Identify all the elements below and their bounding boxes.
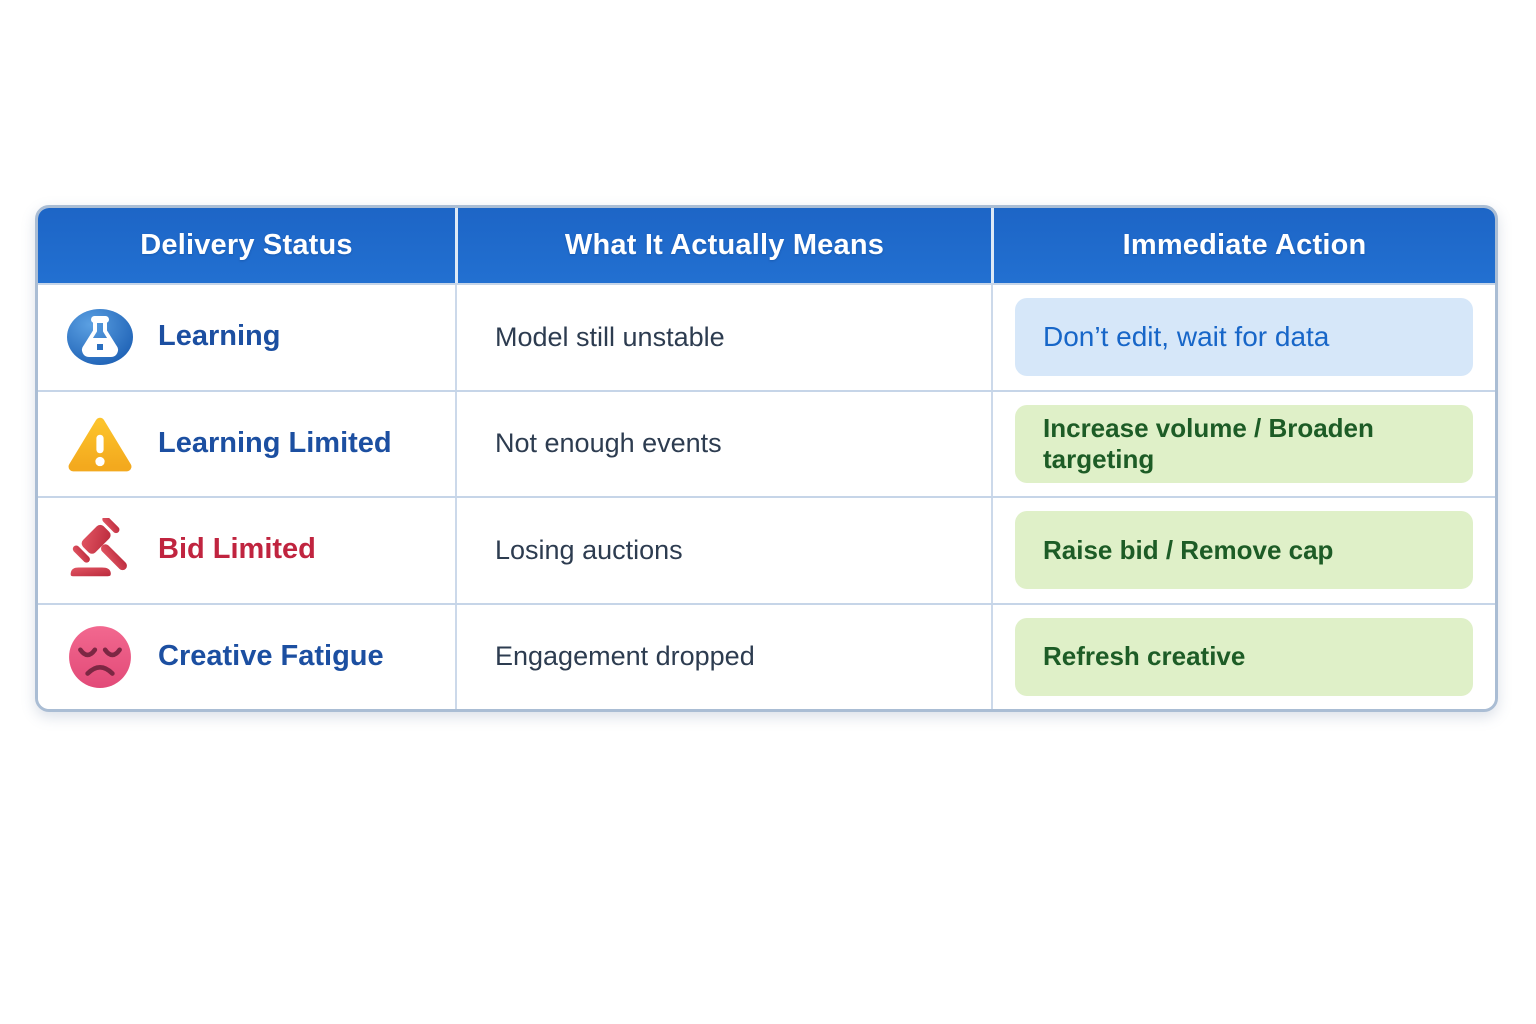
gavel-icon — [66, 516, 134, 584]
status-cell-learning-limited: Learning Limited — [38, 392, 455, 497]
action-pill: Don’t edit, wait for data — [1015, 298, 1473, 377]
action-cell: Increase volume / Broaden targeting — [991, 391, 1495, 496]
delivery-status-table: Delivery Status What It Actually Means I… — [35, 205, 1498, 712]
table-row: Learning Limited Not enough events Incre… — [38, 389, 1495, 497]
action-pill: Refresh creative — [1015, 617, 1473, 696]
header-immediate-action: Immediate Action — [991, 208, 1495, 283]
status-label: Learning Limited — [158, 426, 392, 459]
action-text: Increase volume / Broaden targeting — [1043, 412, 1374, 474]
meaning-text: Engagement dropped — [495, 641, 755, 672]
status-label: Creative Fatigue — [158, 639, 384, 672]
action-cell: Raise bid / Remove cap — [991, 498, 1495, 603]
status-label: Bid Limited — [158, 533, 316, 566]
status-cell-bid-limited: Bid Limited — [38, 498, 455, 603]
action-cell: Don’t edit, wait for data — [991, 285, 1495, 390]
meaning-text: Not enough events — [495, 428, 722, 459]
meaning-cell: Losing auctions — [455, 498, 991, 603]
header-what-it-means: What It Actually Means — [455, 208, 991, 283]
table-row: Learning Model still unstable Don’t edit… — [38, 283, 1495, 390]
action-cell: Refresh creative — [991, 604, 1495, 709]
status-cell-creative-fatigue: Creative Fatigue — [38, 605, 455, 710]
status-label: Learning — [158, 320, 281, 353]
meaning-text: Losing auctions — [495, 534, 683, 565]
table-header-row: Delivery Status What It Actually Means I… — [38, 208, 1495, 283]
meaning-text: Model still unstable — [495, 321, 725, 352]
status-cell-learning: Learning — [38, 285, 455, 390]
header-delivery-status: Delivery Status — [140, 229, 353, 261]
flask-icon — [66, 303, 134, 371]
meaning-cell: Not enough events — [455, 391, 991, 496]
action-pill: Raise bid / Remove cap — [1015, 511, 1473, 590]
meaning-cell: Model still unstable — [455, 285, 991, 390]
action-pill: Increase volume / Broaden targeting — [1015, 404, 1473, 483]
meaning-cell: Engagement dropped — [455, 604, 991, 709]
action-text: Refresh creative — [1043, 641, 1246, 672]
action-text: Raise bid / Remove cap — [1043, 534, 1334, 565]
table-row: Bid Limited Losing auctions Raise bid / … — [38, 496, 1495, 603]
warning-icon — [66, 410, 134, 478]
action-text: Don’t edit, wait for data — [1043, 321, 1330, 353]
weary-face-icon — [66, 623, 134, 691]
table-row: Creative Fatigue Engagement dropped Refr… — [38, 602, 1495, 710]
